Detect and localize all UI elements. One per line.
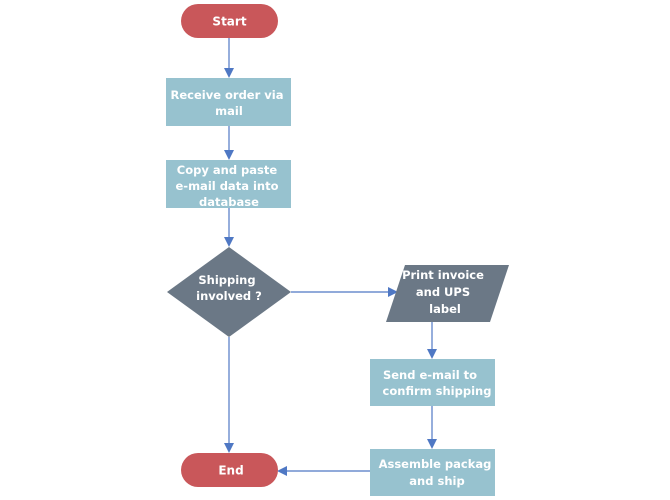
node-copy-paste-line-3: database: [199, 195, 259, 209]
node-send-email-label: Send e-mail to confirm shipping: [383, 368, 492, 398]
decision-shape-shipping: [167, 247, 291, 337]
node-copy-paste-line-2: e-mail data into: [176, 179, 279, 193]
node-decision-shipping-line-2: involved ?: [196, 289, 262, 303]
node-start-label: Start: [212, 15, 246, 29]
node-receive-order-line-1: Receive order via: [170, 88, 283, 102]
node-print-invoice-line-1: Print invoice: [402, 268, 484, 282]
arrowhead-email: [427, 349, 437, 359]
arrowhead-copy: [224, 150, 234, 160]
node-assemble-package-line-2: and ship: [409, 474, 464, 488]
process-shape-email: [370, 359, 495, 406]
arrowhead-assemble: [427, 439, 437, 449]
node-send-email-line-2: confirm shipping: [383, 384, 492, 398]
arrowhead-end: [224, 443, 234, 453]
node-end[interactable]: End: [181, 453, 278, 487]
node-receive-order[interactable]: Receive order via mail: [166, 78, 291, 126]
node-print-invoice-line-3: label: [429, 302, 461, 316]
node-receive-order-label: Receive order via mail: [170, 88, 287, 118]
arrowhead-end-left: [277, 466, 287, 476]
process-shape-assemble: [370, 449, 495, 496]
node-copy-paste[interactable]: Copy and paste e-mail data into database: [166, 160, 291, 209]
node-end-label: End: [218, 464, 243, 478]
node-receive-order-line-2: mail: [215, 104, 243, 118]
node-print-invoice[interactable]: Print invoice and UPS label: [386, 265, 509, 322]
terminal-shape-start: [181, 4, 278, 38]
node-print-invoice-label: Print invoice and UPS label: [402, 268, 488, 316]
arrowhead-receive: [224, 68, 234, 78]
node-assemble-package[interactable]: Assemble packag and ship: [370, 449, 495, 496]
node-send-email[interactable]: Send e-mail to confirm shipping: [370, 359, 495, 406]
data-shape-print: [386, 265, 509, 322]
node-assemble-package-line-1: Assemble packag: [379, 457, 492, 471]
process-shape-copy: [166, 160, 291, 208]
node-send-email-line-1: Send e-mail to: [383, 368, 477, 382]
process-shape-receive: [166, 78, 291, 126]
arrowhead-print: [388, 287, 398, 297]
arrowhead-decision: [224, 237, 234, 247]
node-start[interactable]: Start: [181, 4, 278, 38]
node-decision-shipping-line-1: Shipping: [198, 273, 255, 287]
node-decision-shipping-label: Shipping involved ?: [196, 273, 262, 303]
node-copy-paste-label: Copy and paste e-mail data into database: [176, 163, 283, 209]
node-decision-shipping[interactable]: Shipping involved ?: [167, 247, 291, 337]
node-print-invoice-line-2: and UPS: [416, 285, 470, 299]
terminal-shape-end: [181, 453, 278, 487]
node-assemble-package-label: Assemble packag and ship: [379, 457, 496, 488]
connectors: [224, 38, 437, 476]
node-copy-paste-line-1: Copy and paste: [177, 163, 278, 177]
